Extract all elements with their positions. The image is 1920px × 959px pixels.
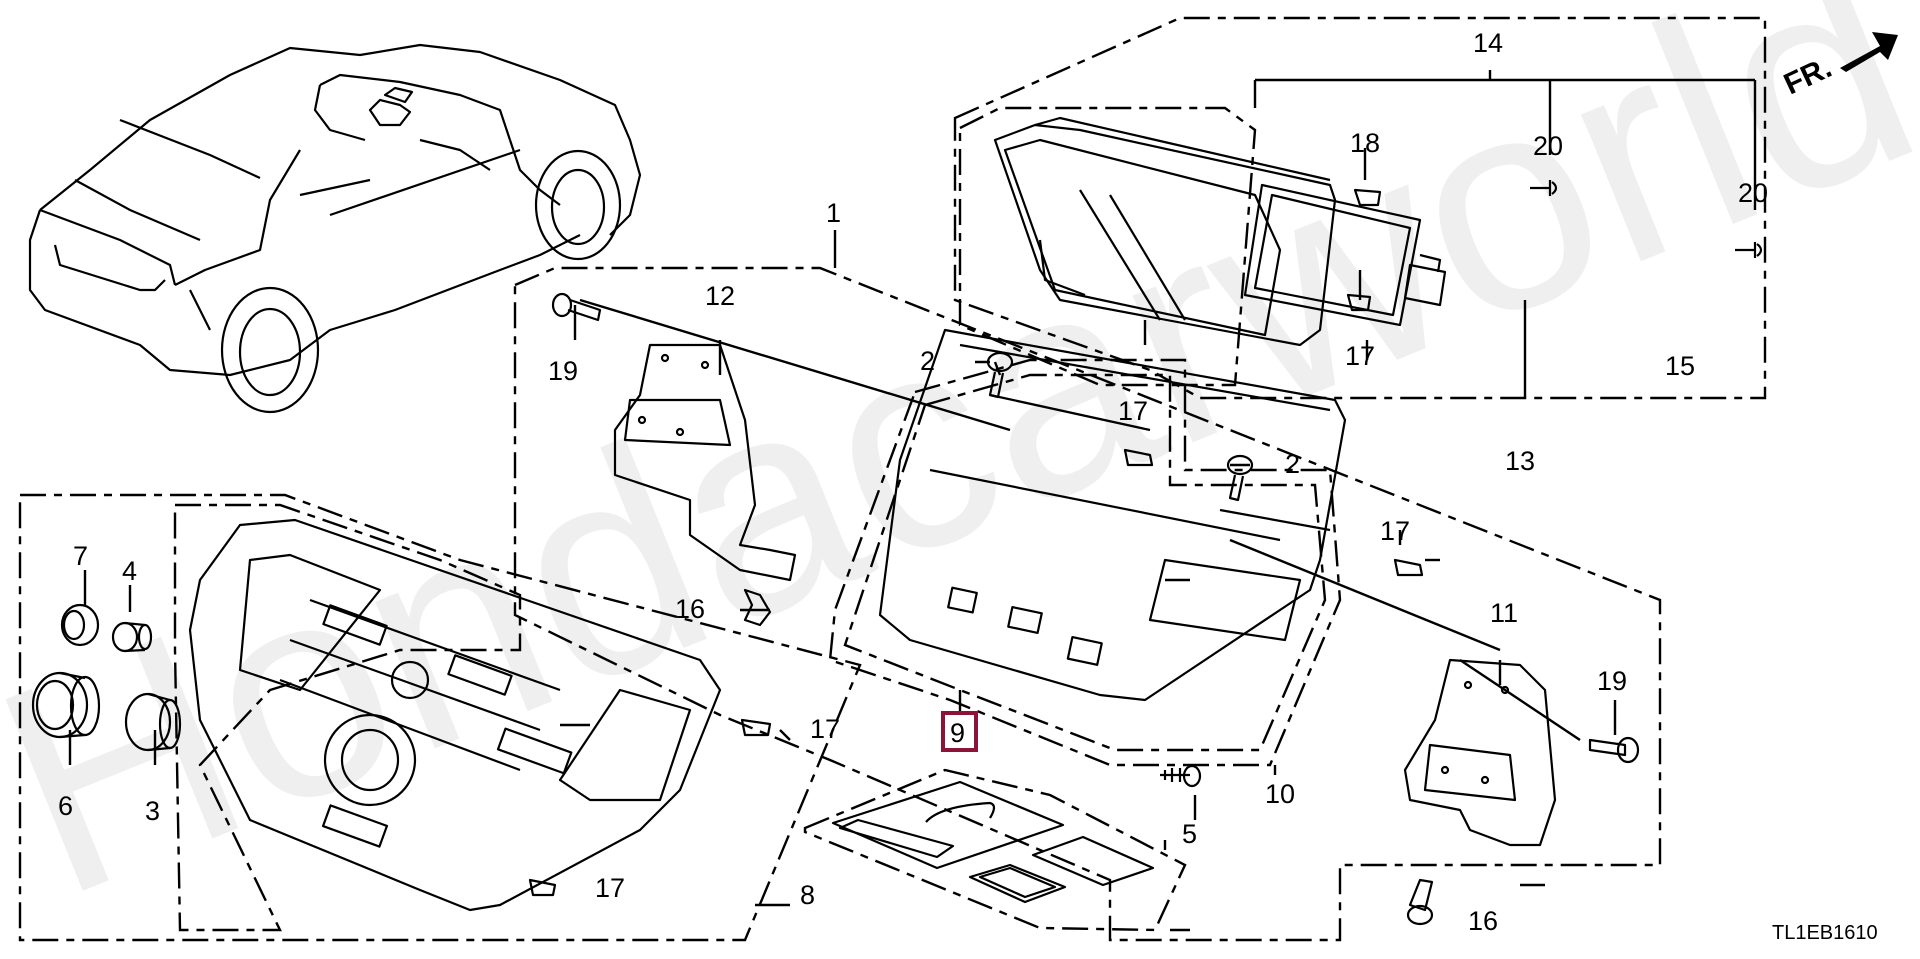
group-outline-8 <box>18 493 862 942</box>
knob-4-illustration <box>111 621 153 653</box>
clip-18-illustration <box>1353 188 1382 207</box>
callout-2[interactable]: 2 <box>920 346 935 376</box>
audio-unit-chassis-illustration <box>878 328 1347 702</box>
screw-2-upper-illustration <box>986 351 1014 399</box>
callout-20[interactable]: 20 <box>1738 178 1768 208</box>
callout-19[interactable]: 19 <box>1597 666 1627 696</box>
callout-16[interactable]: 16 <box>1468 906 1498 936</box>
screw-20-illustrations <box>1530 180 1763 258</box>
svg-text:9: 9 <box>950 718 965 748</box>
callout-14[interactable]: 14 <box>1473 28 1503 58</box>
callout-18[interactable]: 18 <box>1350 128 1380 158</box>
bracket-11-illustration <box>1403 658 1557 847</box>
display-housing-illustration <box>993 116 1337 347</box>
diagram-reference-code: TL1EB1610 <box>1772 922 1878 944</box>
group-outline-manuals <box>803 768 1187 932</box>
leader-lines <box>68 70 1757 932</box>
callout-5[interactable]: 5 <box>1182 819 1197 849</box>
group-outline-1 <box>513 266 1662 942</box>
front-arrow-icon <box>1840 32 1898 72</box>
callout-20[interactable]: 20 <box>1533 131 1563 161</box>
part-15-illustration <box>1403 253 1447 307</box>
group-outline-13 <box>953 16 1767 400</box>
callout-11[interactable]: 11 <box>1490 598 1518 628</box>
callout-12[interactable]: 12 <box>705 281 735 311</box>
front-panel-illustration <box>188 518 722 912</box>
callout-17[interactable]: 17 <box>1380 516 1410 546</box>
callout-16[interactable]: 16 <box>675 594 705 624</box>
group-outline-display <box>958 106 1257 387</box>
clip-17-panel-bottom-illustration <box>528 878 557 897</box>
callout-4[interactable]: 4 <box>122 556 137 586</box>
callout-6[interactable]: 6 <box>58 791 73 821</box>
highlighted-callout-9[interactable]: 9 <box>941 711 978 752</box>
bolt-16-left-illustration <box>743 588 772 627</box>
display-screen-illustration <box>1243 183 1422 327</box>
callout-1[interactable]: 1 <box>826 198 841 228</box>
knob-3-illustration <box>124 692 182 752</box>
callout-labels: 1 2 2 3 4 5 6 7 8 9 10 11 12 13 14 15 16… <box>58 28 1768 936</box>
screw-2-lower-illustration <box>1226 454 1254 502</box>
highlight-box <box>941 711 978 752</box>
clip-17-right-illustration <box>1393 558 1424 577</box>
group-outline-10-inner <box>843 373 1327 752</box>
group-outline-10 <box>828 358 1342 767</box>
bracket-12-illustration <box>613 343 797 582</box>
callout-17[interactable]: 17 <box>1118 396 1148 426</box>
clip-17-center-illustration <box>1123 448 1154 467</box>
knob-6-illustration <box>31 671 101 739</box>
bolt-19-right-illustration <box>1588 736 1640 764</box>
callout-13[interactable]: 13 <box>1505 446 1535 476</box>
clip-17-panel-right-illustration <box>740 718 772 737</box>
callout-7[interactable]: 7 <box>73 541 88 571</box>
knob-7-illustration <box>60 603 100 647</box>
callout-17[interactable]: 17 <box>595 873 625 903</box>
bolt-19-left-illustration <box>551 292 602 322</box>
callout-17[interactable]: 17 <box>1345 341 1375 371</box>
callout-3[interactable]: 3 <box>145 796 160 826</box>
clip-17-top-illustration <box>1346 293 1372 312</box>
bolt-16-right-illustration <box>1406 878 1434 926</box>
group-outline-panel <box>173 503 522 932</box>
vehicle-overview-illustration <box>28 43 642 414</box>
callout-19[interactable]: 19 <box>548 356 578 386</box>
callout-2[interactable]: 2 <box>1285 449 1300 479</box>
screw-5-illustration <box>1160 764 1202 788</box>
callout-8[interactable]: 8 <box>800 880 815 910</box>
manuals-illustration <box>831 780 1155 904</box>
callout-10[interactable]: 10 <box>1265 779 1295 809</box>
callout-15[interactable]: 15 <box>1665 351 1695 381</box>
callout-17[interactable]: 17 <box>810 714 840 744</box>
